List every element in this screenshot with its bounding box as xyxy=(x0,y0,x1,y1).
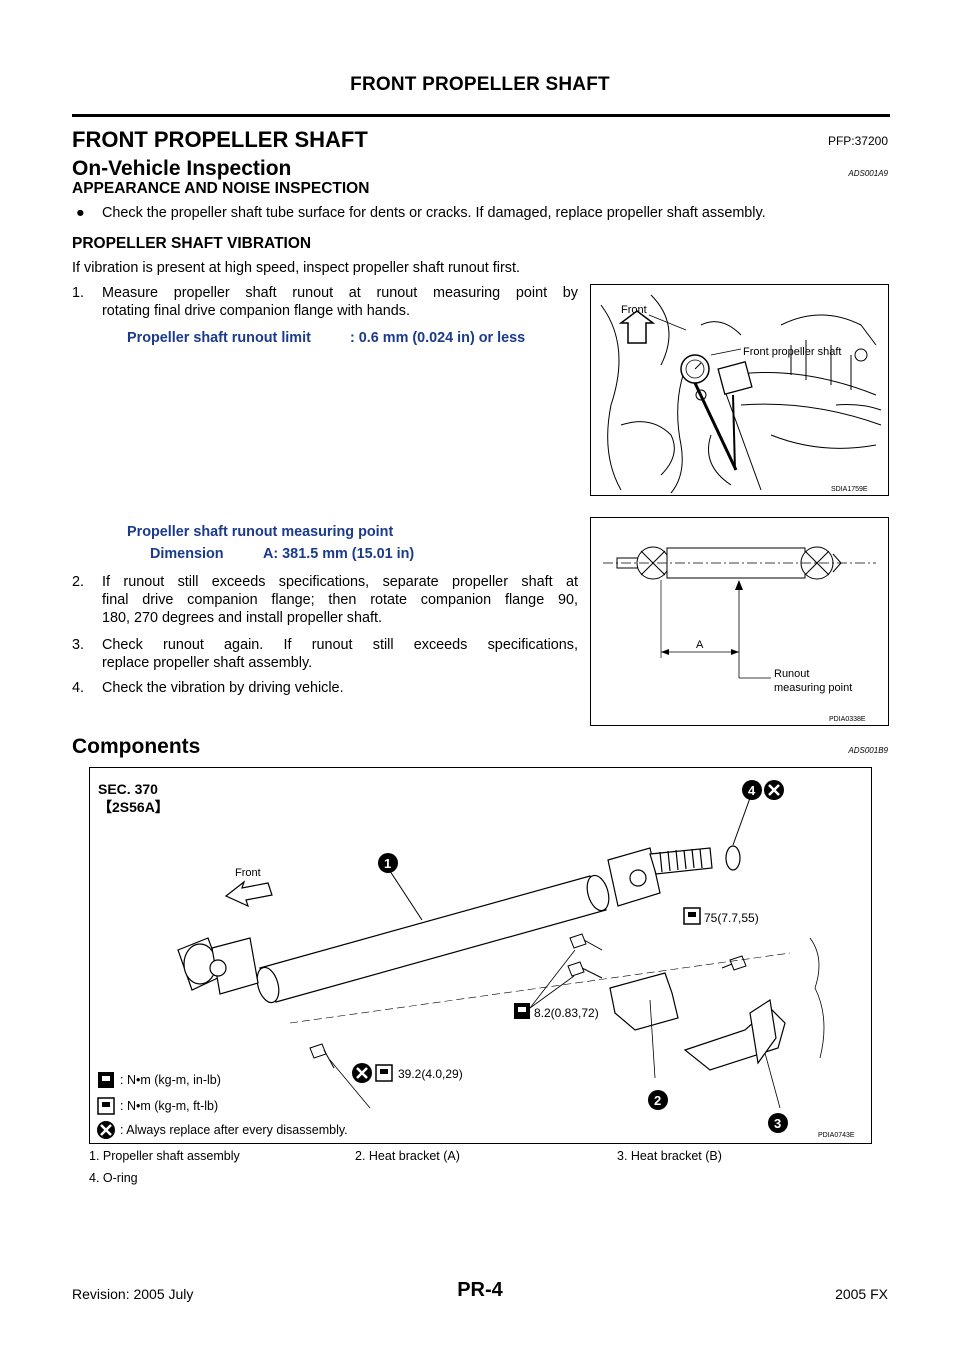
callout-3: 3 xyxy=(774,1116,781,1131)
vibration-intro: If vibration is present at high speed, i… xyxy=(72,260,520,276)
footer-model: 2005 FX xyxy=(835,1286,888,1302)
spec-point-label: Propeller shaft runout measuring point xyxy=(127,524,394,540)
step-2-line1: If runout still exceeds specifications, … xyxy=(102,574,578,590)
torque-3: 39.2(4.0,29) xyxy=(398,1067,463,1081)
part-item-1: 1. Propeller shaft assembly xyxy=(89,1149,240,1163)
callout-1: 1 xyxy=(384,856,391,871)
part-item-3: 3. Heat bracket (B) xyxy=(617,1149,722,1163)
fig2-runout-line1: Runout xyxy=(774,668,809,680)
spec-limit-label: Propeller shaft runout limit xyxy=(127,330,311,346)
fig3-code: PDIA0743E xyxy=(818,1132,855,1139)
step-1-num: 1. xyxy=(72,285,85,301)
legend-item-replace: : Always replace after every disassembly… xyxy=(120,1123,348,1137)
vibration-heading: PROPELLER SHAFT VIBRATION xyxy=(72,235,312,252)
step-3-num: 3. xyxy=(72,637,85,653)
torque-1: 75(7.7,55) xyxy=(704,911,759,925)
legend-item-ft-lb: : N•m (kg-m, ft-lb) xyxy=(120,1099,218,1113)
section-title: FRONT PROPELLER SHAFT xyxy=(72,127,368,152)
torque-ft-lb-icon xyxy=(375,1064,393,1082)
header-rule xyxy=(72,114,890,117)
step-1-line2: rotating final drive companion flange wi… xyxy=(102,303,410,319)
figure-runout-point: A Runout measuring point PDIA0338E xyxy=(590,517,889,726)
figure-components: SEC. 370 【2S56A】 Front xyxy=(89,767,872,1144)
bullet-icon: ● xyxy=(76,205,85,221)
appearance-bullet-text: Check the propeller shaft tube surface f… xyxy=(102,205,766,221)
step-2-line3: 180, 270 degrees and install propeller s… xyxy=(102,610,383,626)
replace-icon xyxy=(764,780,784,800)
pfp-code: PFP:37200 xyxy=(827,134,888,148)
callout-4: 4 xyxy=(748,783,756,798)
figure-runout-measurement: Front Front propeller shaft SDIA1759E xyxy=(590,284,889,496)
spec-dim-value: A: 381.5 mm (15.01 in) xyxy=(263,546,415,562)
appearance-heading: APPEARANCE AND NOISE INSPECTION xyxy=(72,180,370,197)
fig2-runout-line2: measuring point xyxy=(774,682,852,694)
step-2-line2: final drive companion flange; then rotat… xyxy=(102,592,578,608)
fig3-sec: SEC. 370 xyxy=(98,781,158,797)
fig2-dim-label: A xyxy=(696,639,704,651)
fig1-code: SDIA1759E xyxy=(831,486,868,493)
page-number: PR-4 xyxy=(457,1279,503,1301)
inspection-code: ADS001A9 xyxy=(848,169,888,178)
step-2-num: 2. xyxy=(72,574,85,590)
inspection-title: On-Vehicle Inspection xyxy=(72,157,292,180)
part-item-4: 4. O-ring xyxy=(89,1171,138,1185)
step-3-line2: replace propeller shaft assembly. xyxy=(102,655,313,671)
torque-in-lb-icon xyxy=(514,1003,530,1019)
step-1-line1: Measure propeller shaft runout at runout… xyxy=(102,285,578,301)
fig3-front-label: Front xyxy=(235,867,261,879)
components-code: ADS001B9 xyxy=(848,746,888,755)
step-4-line1: Check the vibration by driving vehicle. xyxy=(102,680,344,696)
fig2-code: PDIA0338E xyxy=(829,716,866,723)
spec-dim-label: Dimension xyxy=(150,546,224,562)
torque-ft-lb-icon xyxy=(683,907,701,925)
legend-item-in-lb: : N•m (kg-m, in-lb) xyxy=(120,1073,221,1087)
components-title: Components xyxy=(72,735,201,758)
legend-in-lb-icon xyxy=(98,1072,114,1088)
callout-2: 2 xyxy=(654,1093,661,1108)
front-arrow-icon xyxy=(224,880,273,908)
fig1-front-label: Front xyxy=(621,304,647,316)
components-exploded-view: SEC. 370 【2S56A】 Front xyxy=(97,780,855,1139)
footer-revision: Revision: 2005 July xyxy=(72,1286,194,1302)
step-4-num: 4. xyxy=(72,680,85,696)
replace-icon xyxy=(352,1063,372,1083)
page-header-title: FRONT PROPELLER SHAFT xyxy=(350,74,610,95)
legend-ft-lb-icon xyxy=(97,1097,115,1115)
fig3-subsec: 【2S56A】 xyxy=(98,799,169,815)
runout-point-diagram: A Runout measuring point PDIA0338E xyxy=(603,546,876,723)
spec-limit-value: : 0.6 mm (0.024 in) or less xyxy=(350,330,526,346)
legend-replace-icon xyxy=(97,1121,115,1139)
runout-illustration: Front Front propeller shaft SDIA1759E xyxy=(600,294,882,494)
torque-2: 8.2(0.83,72) xyxy=(534,1006,599,1020)
fig1-shaft-label: Front propeller shaft xyxy=(743,346,841,358)
step-3-line1: Check runout again. If runout still exce… xyxy=(102,637,578,653)
part-item-2: 2. Heat bracket (A) xyxy=(355,1149,460,1163)
